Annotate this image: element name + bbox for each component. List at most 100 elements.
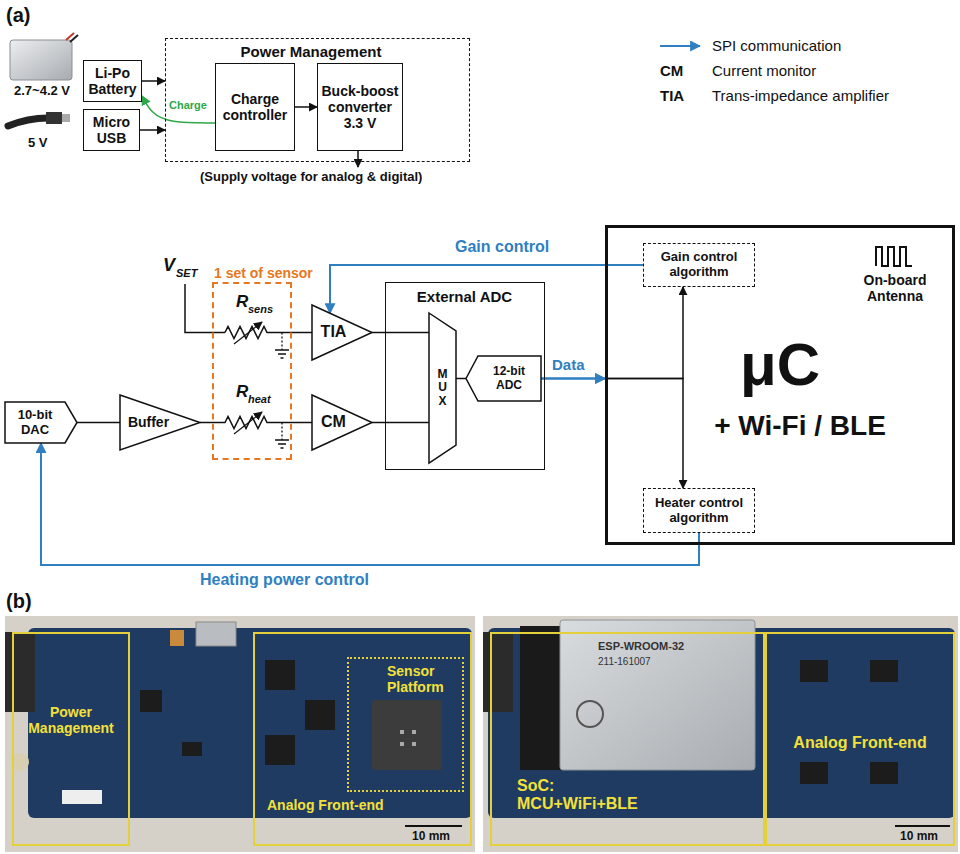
photo-region: Sensor Platform	[347, 657, 464, 792]
note-text: (Supply voltage for analog & digital)	[200, 170, 422, 185]
connector-line	[77, 422, 120, 424]
connector	[541, 379, 683, 489]
chip	[870, 762, 898, 784]
node-text: CM	[321, 413, 346, 431]
usb-plug	[46, 112, 62, 124]
node-text: Charge controller	[219, 91, 291, 123]
chip-marking: ESP-WROOM-32	[598, 640, 684, 653]
connector	[456, 378, 466, 379]
chip	[265, 735, 295, 765]
shape-outline	[120, 395, 200, 450]
connector	[541, 287, 683, 379]
antenna-icon	[876, 247, 912, 266]
antenna-label: On-board Antenna	[845, 272, 945, 304]
photo-region: Analog Front-end	[765, 632, 955, 846]
connector-line	[41, 443, 699, 565]
power-management-group: Power ManagementCharge controller Buck-bo…	[165, 38, 470, 162]
node-text: Heater control algorithm	[647, 496, 751, 526]
abbreviation: TIA	[660, 87, 684, 104]
photo-background	[483, 616, 958, 852]
variable-arrow	[234, 412, 262, 434]
connector-line	[142, 80, 165, 82]
connector	[372, 422, 429, 423]
scale-bar	[405, 825, 462, 827]
supply-arrow	[357, 150, 359, 167]
connector	[77, 422, 120, 423]
chip	[870, 660, 898, 682]
chip	[800, 660, 828, 682]
battery-wire	[70, 35, 78, 42]
amplifier-triangle: TIA	[312, 305, 372, 360]
dac-pentagon: 10-bit DAC	[5, 402, 77, 443]
slide-switch	[62, 790, 102, 804]
scale-bar	[895, 825, 950, 827]
node-text: Li-Po Battery	[87, 65, 138, 97]
component-name: R	[236, 292, 248, 312]
algorithm-box: Heater control algorithm	[643, 488, 755, 533]
adc-group: External ADCMUX12-bit ADC	[385, 282, 545, 470]
algorithm-box: Gain control algorithm	[643, 243, 755, 287]
node-text: Buck-boost converter 3.3 V	[321, 83, 399, 131]
connector-line	[372, 422, 429, 424]
board-connector	[483, 632, 513, 712]
usb-plug-tip	[62, 114, 70, 122]
abbreviation-meaning: Trans-impedance amplifier	[712, 87, 889, 104]
photo-region: Analog Front-end Sensor Platform	[253, 632, 472, 846]
variable-arrow	[234, 322, 262, 344]
adc-pentagon: 12-bit ADC	[466, 356, 541, 401]
chip	[265, 660, 295, 690]
node-text: 10-bit DAC	[7, 408, 63, 438]
battery-photo	[10, 40, 72, 80]
photo-background	[5, 616, 475, 852]
ground-symbol	[275, 440, 289, 448]
node-text: SoC: MCU+WiFi+BLE	[517, 777, 667, 814]
module-logo	[577, 701, 603, 727]
process-box: Charge controller	[215, 63, 295, 151]
node-text: + Wi-Fi / BLE	[700, 410, 900, 442]
chip	[182, 742, 202, 756]
node-text: Power Management	[19, 704, 123, 736]
amplifier-triangle: CM	[312, 395, 372, 450]
connector-line	[541, 378, 605, 380]
legend-line-sample	[660, 45, 700, 47]
connector-line	[541, 378, 605, 380]
node-text: Buffer	[128, 414, 169, 430]
source-box: Micro USB	[83, 109, 140, 151]
wifi-module	[560, 620, 755, 770]
edge-label: Charge	[168, 99, 208, 112]
capacitor	[170, 630, 184, 646]
resistor-symbol	[212, 417, 292, 429]
connector	[142, 81, 165, 82]
mux-trapezoid: MUX	[429, 313, 456, 463]
signal-subscript: SET	[176, 267, 197, 280]
chip	[800, 762, 828, 784]
connector	[292, 332, 312, 333]
connector	[142, 96, 215, 123]
node-text: Sensor Platform	[387, 663, 459, 695]
node-text: 1 set of sensor	[214, 265, 326, 281]
edge-label: Gain control	[455, 238, 549, 256]
chip-marking: 211-161007	[598, 656, 651, 668]
scale-label: 10 mm	[412, 830, 450, 844]
connector-line	[292, 332, 312, 334]
connector-line	[605, 379, 683, 489]
connector	[295, 107, 317, 108]
wire	[185, 284, 225, 333]
node-text: Power Management	[211, 43, 411, 60]
chip	[305, 700, 335, 730]
connector	[372, 332, 429, 333]
node-text: MUX	[437, 368, 449, 408]
node-text: μC	[735, 330, 825, 399]
shape-outline	[312, 305, 372, 360]
abbreviation: CM	[660, 62, 683, 79]
connector	[330, 265, 643, 313]
node-text: Micro USB	[87, 114, 136, 146]
abbreviation-meaning: Current monitor	[712, 62, 816, 79]
shape-outline	[5, 402, 77, 443]
node-text: Analog Front-end	[267, 797, 437, 813]
node-text: TIA	[321, 323, 347, 341]
panel-label: (b)	[6, 590, 32, 613]
ground-lead	[281, 333, 282, 351]
scale-label: 10 mm	[900, 830, 938, 844]
component-subscript: sens	[248, 303, 273, 316]
